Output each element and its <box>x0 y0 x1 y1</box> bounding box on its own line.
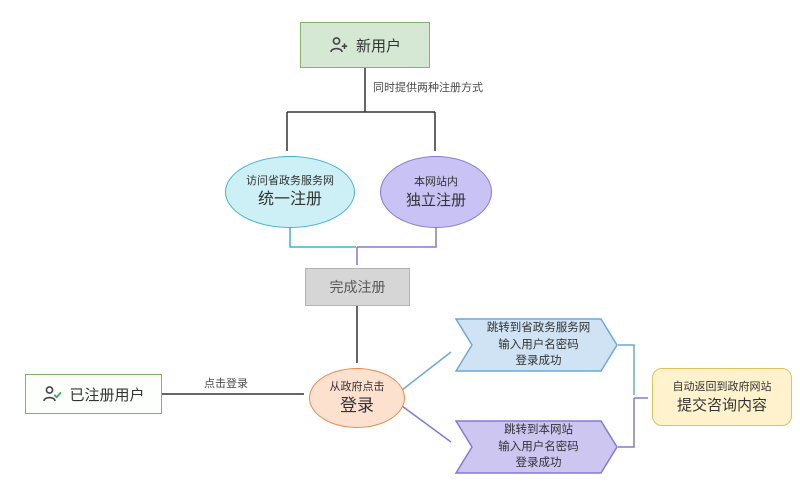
edge-label-two-register-methods: 同时提供两种注册方式 <box>371 79 485 95</box>
node-complete-register: 完成注册 <box>305 268 410 306</box>
user-check-icon <box>43 386 63 402</box>
node-gov-login-line1: 从政府点击 <box>329 380 385 393</box>
node-site-login-line1: 跳转到本网站 <box>504 423 573 436</box>
node-registered-user-label: 已注册用户 <box>69 386 145 404</box>
edge-label-click-login: 点击登录 <box>202 375 250 391</box>
node-provincial-login-step: 跳转到省政务服务网 输入用户名密码 登录成功 <box>455 318 618 372</box>
step-arrow-shape-purple <box>455 420 618 474</box>
node-new-user: 新用户 <box>300 22 430 68</box>
node-unified-register: 访问省政务服务网 统一注册 <box>225 156 355 228</box>
node-submit-content-line1: 自动返回到政府网站 <box>672 381 772 393</box>
node-provincial-login-line2: 输入用户名密码 <box>498 338 579 351</box>
node-new-user-label: 新用户 <box>355 37 401 55</box>
node-unified-register-line2: 统一注册 <box>257 190 322 208</box>
node-site-login-step: 跳转到本网站 输入用户名密码 登录成功 <box>455 420 618 474</box>
node-registered-user: 已注册用户 <box>25 374 162 414</box>
node-submit-content: 自动返回到政府网站 提交咨询内容 <box>652 368 792 426</box>
step-arrow-shape-blue <box>455 318 618 372</box>
node-submit-content-line2: 提交咨询内容 <box>676 396 767 414</box>
node-provincial-login-line3: 登录成功 <box>515 355 562 368</box>
node-complete-register-label: 完成注册 <box>329 279 386 295</box>
node-independent-register: 本网站内 独立注册 <box>380 156 492 228</box>
node-unified-register-line1: 访问省政务服务网 <box>246 175 334 188</box>
node-gov-login: 从政府点击 登录 <box>309 368 405 428</box>
node-provincial-login-line1: 跳转到省政务服务网 <box>486 321 591 334</box>
user-plus-icon <box>330 37 348 53</box>
node-independent-register-line1: 本网站内 <box>414 176 458 188</box>
node-gov-login-line2: 登录 <box>340 396 374 416</box>
node-independent-register-line2: 独立注册 <box>405 191 466 209</box>
node-site-login-line3: 登录成功 <box>515 457 562 470</box>
node-site-login-line2: 输入用户名密码 <box>498 440 579 453</box>
